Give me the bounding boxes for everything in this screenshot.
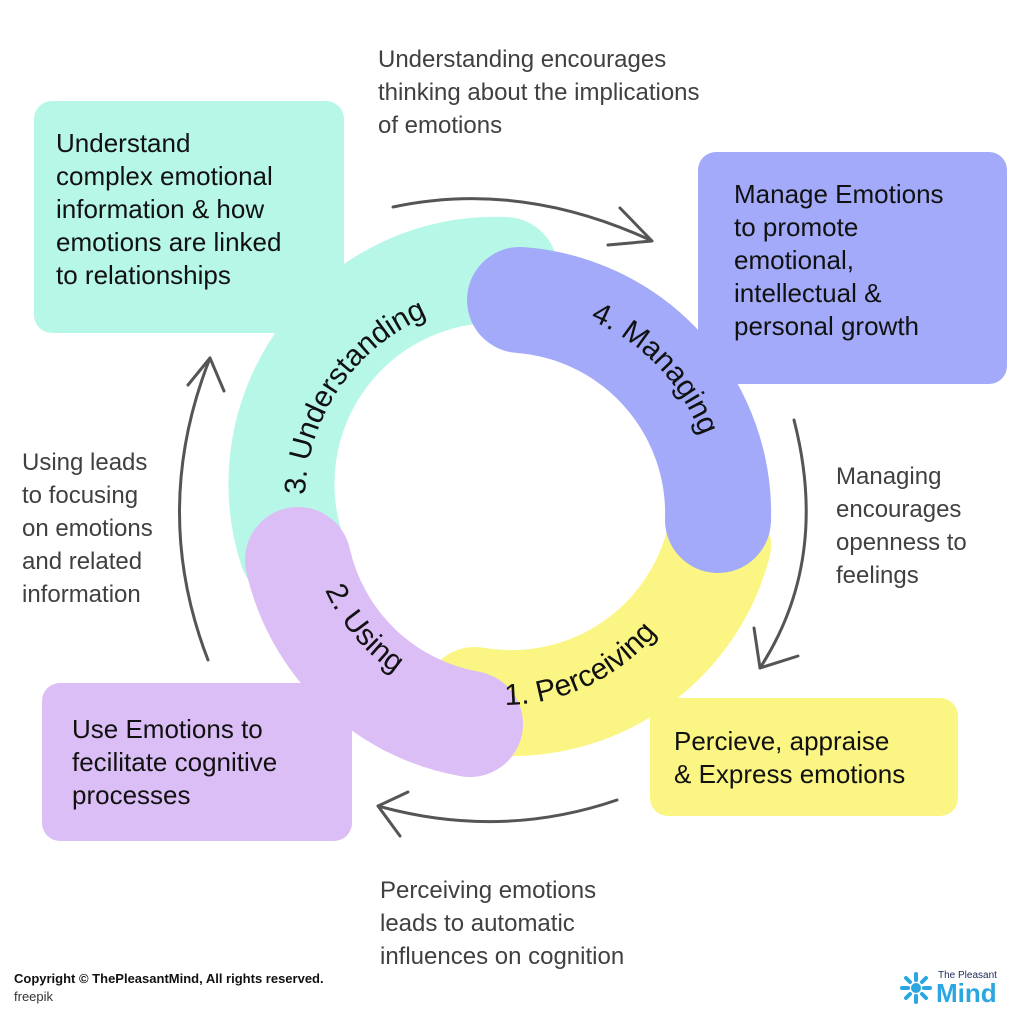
brand-logo: The Pleasant Mind [898, 968, 1010, 1008]
arrow-managing-to-perceiving [758, 418, 808, 670]
box-understanding: Understand complex emotional information… [34, 101, 344, 333]
segment-understanding [228, 216, 558, 603]
transition-note-managing-perceiving: Managing encourages openness to feelings [836, 463, 967, 589]
box-managing: Manage Emotions to promote emotional, in… [698, 152, 1007, 384]
arrowhead-using-to-understanding-icon [186, 356, 226, 393]
box-using: Use Emotions to fecilitate cognitive pro… [42, 683, 352, 841]
transition-note-perceiving-using: Perceiving emotions leads to automatic i… [380, 877, 625, 970]
arrow-perceiving-to-using [376, 798, 619, 824]
transition-note-understanding-managing: Understanding encourages thinking about … [378, 46, 700, 139]
arrowhead-managing-to-perceiving-icon [752, 626, 800, 670]
arrow-understanding-to-managing [391, 197, 652, 242]
transition-note-using-understanding: Using leads to focusing on emotions and … [22, 449, 153, 608]
cycle-ring [228, 216, 772, 777]
sun-burst-icon [900, 972, 932, 1004]
box-perceiving: Percieve, appraise & Express emotions [650, 698, 958, 816]
copyright-text: Copyright © ThePleasantMind, All rights … [14, 971, 324, 986]
arrowhead-understanding-to-managing-icon [606, 206, 654, 247]
logo-main-text: Mind [936, 978, 997, 1008]
arrow-using-to-understanding [178, 356, 212, 662]
segment-perceiving [422, 492, 771, 757]
segment-using [245, 507, 523, 777]
credit-text: freepik [14, 989, 54, 1004]
arrowhead-perceiving-to-using-icon [376, 790, 410, 838]
logo-small-text: The Pleasant [938, 970, 997, 981]
segment-managing [467, 247, 772, 573]
